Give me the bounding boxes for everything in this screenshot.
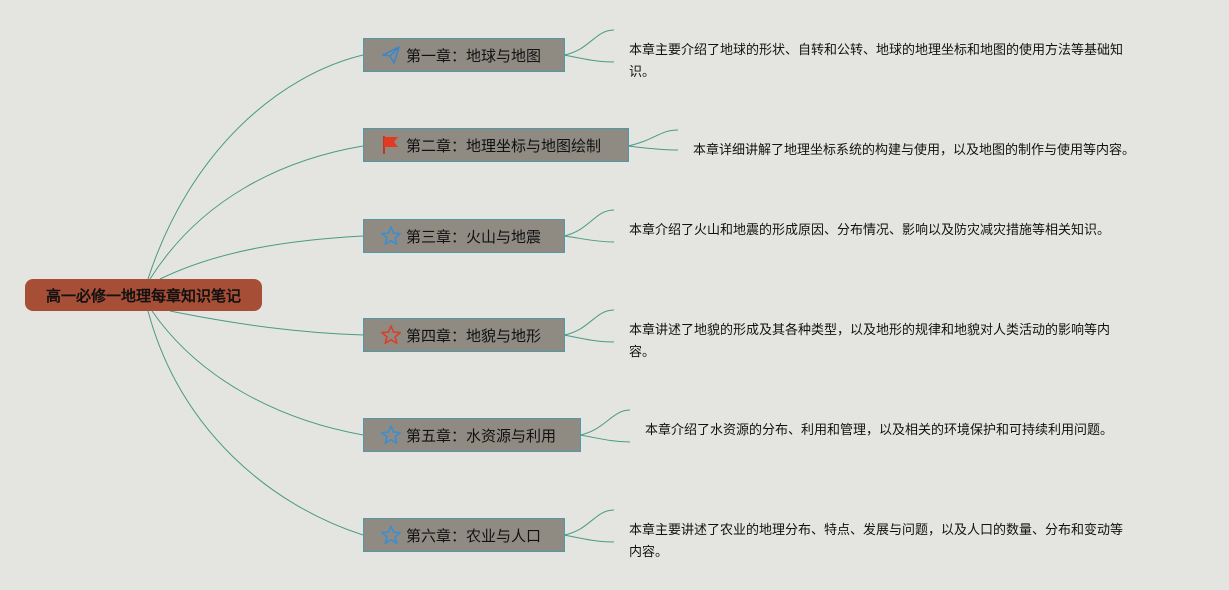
topic-chapter-4-label: 第四章：地貌与地形 [406, 326, 542, 345]
description-chapter-1: 本章主要介绍了地球的形状、自转和公转、地球的地理坐标和地图的使用方法等基础知识。 [629, 43, 1124, 80]
topic-chapter-6[interactable]: 第六章：农业与人口 [363, 518, 565, 552]
red-flag-icon [380, 134, 402, 156]
connector-ch3-desc [563, 209, 615, 243]
topic-chapter-2-label: 第二章：地理坐标与地图绘制 [406, 136, 602, 155]
description-chapter-3: 本章介绍了火山和地震的形成原因、分布情况、影响以及防灾减灾措施等相关知识。 [629, 223, 1111, 238]
paper-plane-icon [380, 44, 402, 66]
description-chapter-5: 本章介绍了水资源的分布、利用和管理，以及相关的环境保护和可持续利用问题。 [645, 423, 1114, 438]
connector-ch6-desc [563, 509, 615, 543]
connector-root-ch1 [147, 54, 364, 280]
connector-ch5-desc [579, 409, 631, 443]
connector-ch4-desc [563, 309, 615, 343]
topic-chapter-1-label: 第一章：地球与地图 [406, 46, 542, 65]
connector-root-ch4 [169, 310, 364, 336]
topic-chapter-2[interactable]: 第二章：地理坐标与地图绘制 [363, 128, 629, 162]
description-chapter-4: 本章讲述了地貌的形成及其各种类型，以及地形的规律和地貌对人类活动的影响等内容。 [629, 323, 1111, 360]
topic-chapter-4[interactable]: 第四章：地貌与地形 [363, 318, 565, 352]
blue-star-icon [380, 424, 402, 446]
connector-ch1-desc [563, 29, 615, 63]
connector-ch2-desc [627, 129, 679, 151]
connector-root-ch6 [147, 310, 364, 536]
connector-root-ch5 [151, 310, 364, 436]
description-chapter-2: 本章详细讲解了地理坐标系统的构建与使用，以及地图的制作与使用等内容。 [693, 143, 1136, 158]
topic-chapter-5[interactable]: 第五章：水资源与利用 [363, 418, 581, 452]
description-chapter-6: 本章主要讲述了农业的地理分布、特点、发展与问题，以及人口的数量、分布和变动等内容… [629, 523, 1124, 560]
connector-root-ch3 [159, 235, 364, 280]
topic-chapter-3-label: 第三章：火山与地震 [406, 227, 542, 246]
blue-star-icon [380, 225, 402, 247]
root-topic[interactable]: 高一必修一地理每章知识笔记 [25, 279, 262, 311]
topic-chapter-6-label: 第六章：农业与人口 [406, 526, 542, 545]
topic-chapter-5-label: 第五章：水资源与利用 [406, 426, 557, 445]
topic-chapter-3[interactable]: 第三章：火山与地震 [363, 219, 565, 253]
blue-star-icon [380, 524, 402, 546]
connector-root-ch2 [149, 145, 364, 280]
red-star-icon [380, 324, 402, 346]
topic-chapter-1[interactable]: 第一章：地球与地图 [363, 38, 565, 72]
root-topic-label: 高一必修一地理每章知识笔记 [45, 286, 241, 305]
